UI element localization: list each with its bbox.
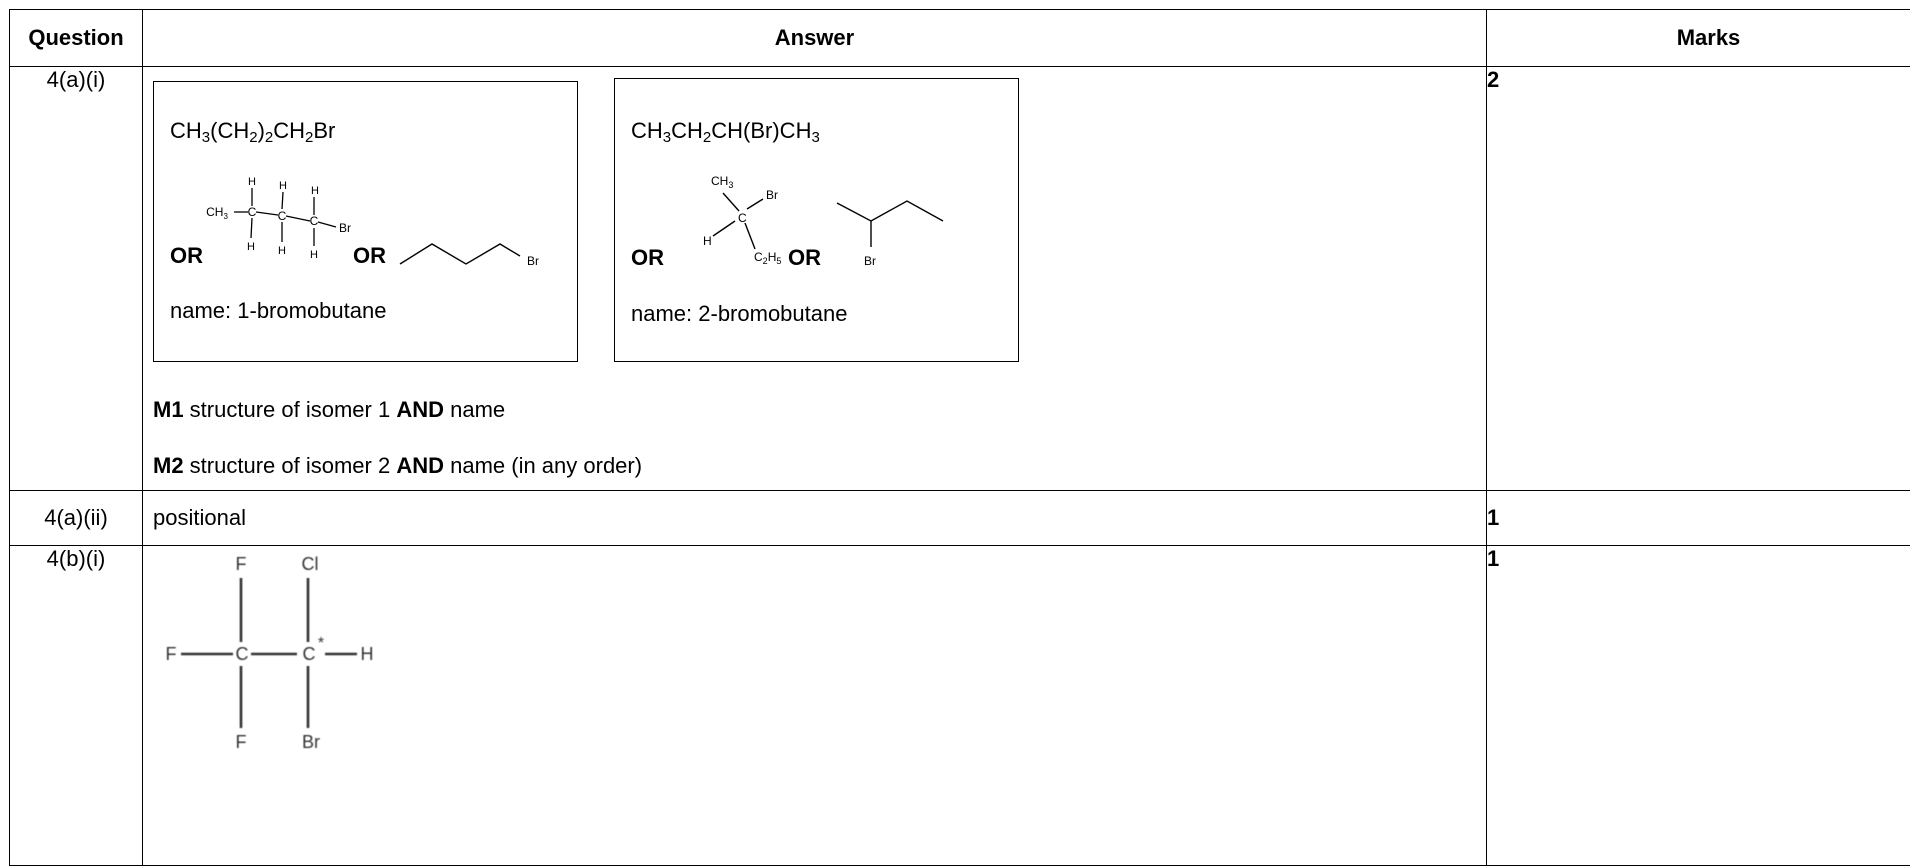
carbon-label: C: [236, 644, 249, 664]
answer-text: positional: [153, 505, 246, 530]
question-header: Question: [10, 10, 143, 67]
hydrogen-label: H: [361, 644, 374, 664]
bromine-label: Br: [766, 188, 778, 202]
hydrogen-label: H: [278, 245, 286, 257]
table-row: 4(a)(ii) positional 1: [10, 491, 1910, 546]
fluorine-label: F: [236, 554, 247, 574]
table-row: 4(b)(i) F F F: [10, 546, 1910, 866]
or-label: OR: [353, 243, 386, 269]
table-row: 4(a)(i) CH3(CH2)2CH2Br: [10, 67, 1910, 491]
mark-scheme-table: Question Answer Marks 4(a)(i) CH3(CH2)2C…: [9, 9, 1910, 866]
hydrogen-label: H: [248, 176, 256, 188]
isomer-2-name: name: 2-bromobutane: [631, 301, 847, 327]
hydrogen-label: H: [247, 241, 255, 253]
m2-criterion: M2 structure of isomer 2 AND name (in an…: [153, 453, 642, 479]
isomer-1-name: name: 1-bromobutane: [170, 298, 386, 324]
isomer-1-formula: CH3(CH2)2CH2Br: [170, 118, 335, 144]
fluorine-label: F: [166, 644, 177, 664]
c2h5-label: C2H5: [754, 250, 781, 266]
bromine-label: Br: [864, 254, 876, 268]
ch3-label: CH3: [711, 174, 733, 190]
answer-cell: F F F C C * Cl Br H: [143, 546, 1487, 866]
bromine-label: Br: [302, 732, 320, 752]
isomer-1-box: CH3(CH2)2CH2Br: [153, 81, 578, 362]
question-number: 4(a)(ii): [10, 491, 143, 546]
answer-header: Answer: [143, 10, 1487, 67]
carbon-label: C: [248, 205, 257, 219]
ch3-label: CH3: [206, 205, 228, 221]
chlorine-label: Cl: [302, 554, 319, 574]
hydrogen-label: H: [279, 180, 287, 192]
hydrogen-label: H: [311, 185, 319, 197]
marks-value: 1: [1487, 546, 1910, 866]
chiral-centre-marker: *: [318, 635, 324, 652]
header-row: Question Answer Marks: [10, 10, 1910, 67]
fluorine-label: F: [236, 732, 247, 752]
or-label: OR: [170, 243, 203, 269]
m1-criterion: M1 structure of isomer 1 AND name: [153, 397, 505, 423]
or-label: OR: [788, 245, 821, 271]
marks-value: 1: [1487, 491, 1910, 546]
bromine-label: Br: [339, 221, 351, 235]
or-label: OR: [631, 245, 664, 271]
carbon-label: C: [738, 211, 747, 225]
answer-cell: CH3(CH2)2CH2Br: [143, 67, 1487, 491]
marks-value: 2: [1487, 67, 1910, 491]
carbon-label: C: [278, 209, 287, 223]
isomer-2-box: CH3CH2CH(Br)CH3 CH3 Br C: [614, 78, 1019, 362]
isomer-2-formula: CH3CH2CH(Br)CH3: [631, 118, 820, 144]
hydrogen-label: H: [310, 249, 318, 261]
isomer-1-skeletal-formula: Br: [398, 232, 558, 282]
bromine-label: Br: [527, 254, 539, 268]
carbon-label: C: [303, 644, 316, 664]
hydrogen-label: H: [703, 234, 712, 248]
question-number: 4(a)(i): [10, 67, 143, 491]
question-number: 4(b)(i): [10, 546, 143, 866]
marks-header: Marks: [1487, 10, 1910, 67]
isomer-2-skeletal-formula: Br: [835, 189, 975, 289]
chiral-molecule-structure: F F F C C * Cl Br H: [161, 548, 421, 808]
answer-cell: positional: [143, 491, 1487, 546]
carbon-label: C: [310, 214, 319, 228]
